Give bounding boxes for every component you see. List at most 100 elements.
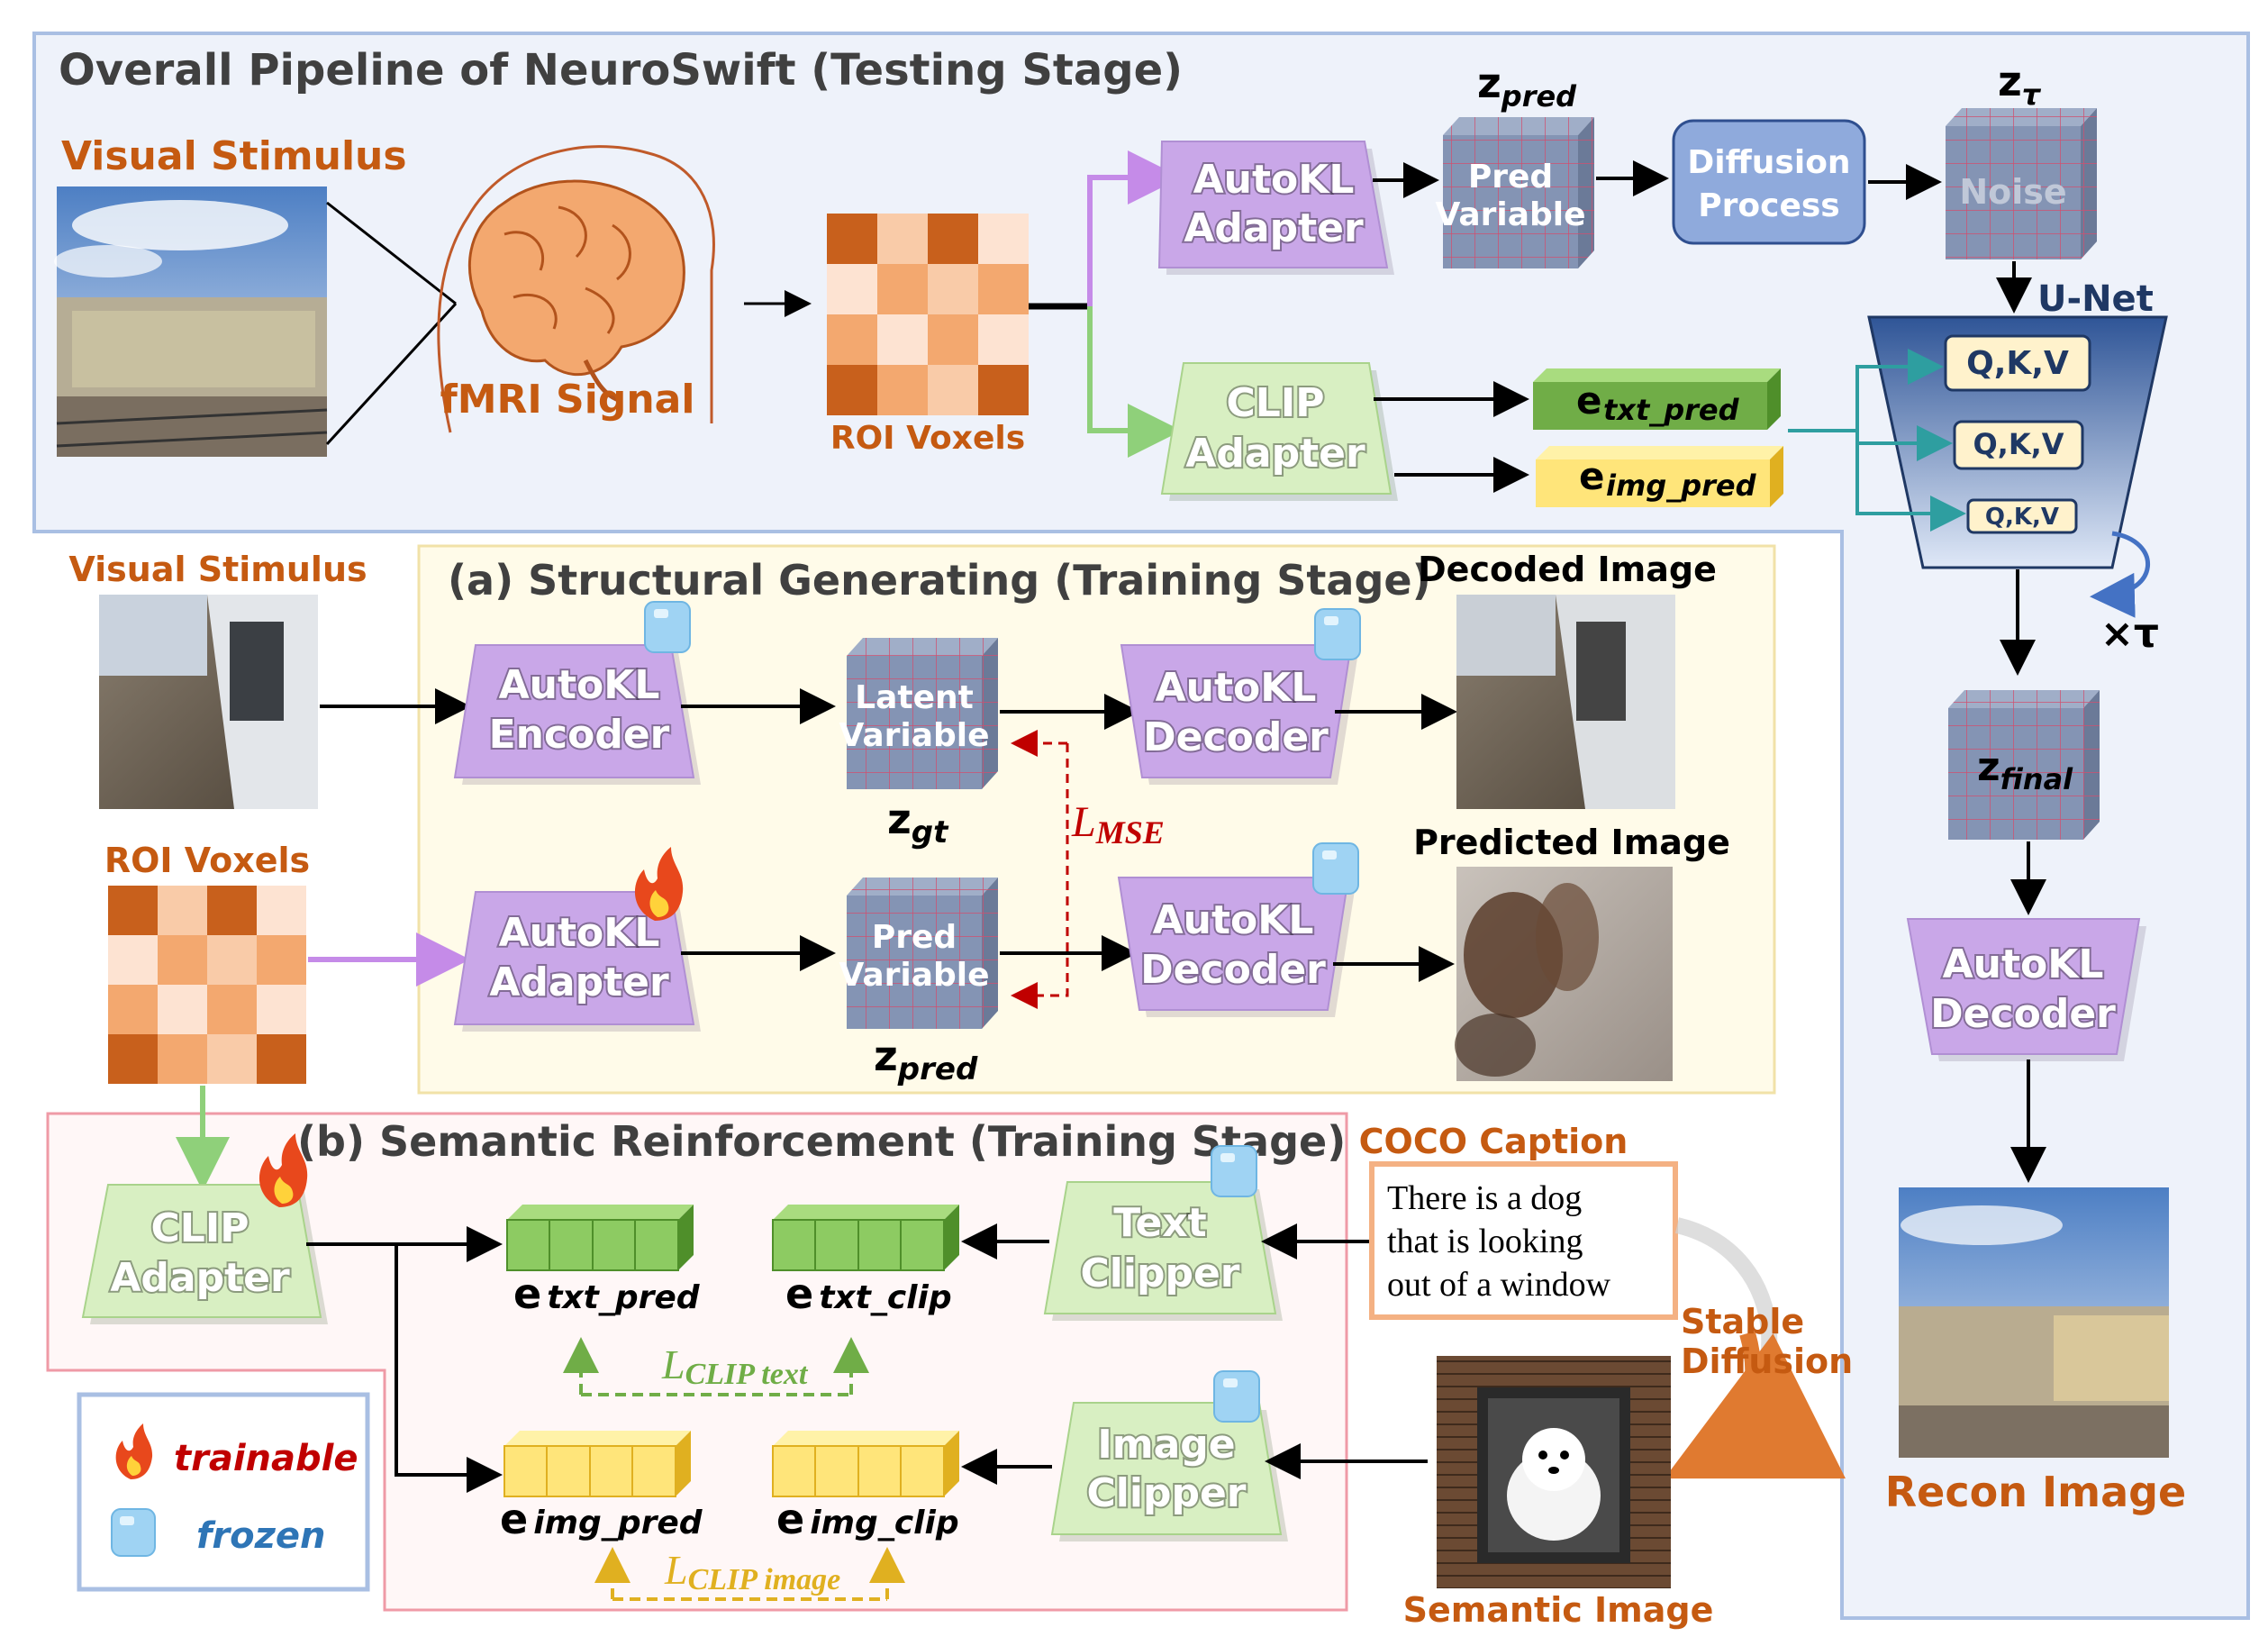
z-tau-symbol: zτ	[1998, 57, 2042, 112]
autokl-decoder-right[interactable]: AutoKL Decoder	[1906, 918, 2146, 1061]
qkv-box-1	[1944, 334, 2091, 392]
overall-title: Overall Pipeline of NeuroSwift (Testing …	[59, 45, 1183, 95]
autokl-adapter-a[interactable]: AutoKL Adapter	[453, 891, 701, 1032]
latent-variable-cube: Latent Variable	[839, 638, 998, 789]
unet-label: U-Net	[2037, 278, 2154, 320]
svg-text:Diffusion: Diffusion	[1687, 144, 1850, 181]
visual-stimulus-label-top: Visual Stimulus	[61, 133, 407, 179]
svg-text:Decoder: Decoder	[1930, 991, 2116, 1037]
z-gt-symbol: zgt	[887, 795, 949, 850]
svg-text:Q,K,V: Q,K,V	[1973, 427, 2064, 461]
predicted-image	[1455, 867, 1673, 1081]
svg-text:AutoKL: AutoKL	[1156, 665, 1317, 711]
legend-trainable: trainable	[174, 1438, 358, 1479]
svg-text:Q,K,V: Q,K,V	[1966, 345, 2069, 382]
svg-text:e: e	[1579, 454, 1605, 498]
decoded-image-label: Decoded Image	[1418, 550, 1717, 589]
autokl-encoder[interactable]: AutoKL Encoder	[453, 644, 701, 785]
caption-line-3: out of a window	[1387, 1266, 1611, 1304]
svg-text:Image: Image	[1097, 1422, 1235, 1468]
frozen-icon-legend	[111, 1508, 156, 1557]
l-mse-label: LMSE	[1071, 798, 1165, 850]
svg-text:txt_pred: txt_pred	[1603, 393, 1740, 427]
loop-arrow	[2090, 531, 2150, 618]
svg-text:AutoKL: AutoKL	[1193, 157, 1355, 203]
structural-title: (a) Structural Generating (Training Stag…	[448, 556, 1431, 605]
autokl-decoder-a1[interactable]: AutoKL Decoder	[1120, 644, 1358, 785]
z-final-symbol: zfinal	[1977, 744, 2073, 796]
z-pred-symbol-top: zpred	[1477, 59, 1577, 114]
svg-text:img_pred: img_pred	[1606, 468, 1757, 503]
image-clipper[interactable]: Image Clipper	[1050, 1402, 1288, 1541]
brain-icon	[437, 145, 715, 433]
frozen-icon-decoder-a1	[1314, 608, 1361, 660]
pred-variable-cube-top: Pred Variable	[1435, 117, 1594, 268]
decoded-image	[1456, 595, 1675, 809]
fmri-signal-label: fMRI Signal	[440, 377, 695, 423]
roi-voxel-grid-a	[108, 886, 306, 1084]
predicted-image-label: Predicted Image	[1413, 823, 1730, 862]
coco-caption-label: COCO Caption	[1359, 1122, 1628, 1161]
svg-text:Clipper: Clipper	[1081, 1250, 1240, 1296]
svg-text:Variable: Variable	[839, 717, 989, 754]
z-pred-symbol-a: zpred	[874, 1032, 978, 1087]
semantic-title: (b) Semantic Reinforcement (Training Sta…	[297, 1117, 1346, 1166]
pred-variable-cube-a: Pred Variable	[839, 878, 998, 1029]
l-clip-image-label: LCLIP image	[664, 1547, 840, 1596]
frozen-icon-decoder-a2	[1312, 842, 1359, 895]
svg-text:e: e	[1576, 378, 1602, 423]
svg-text:Clipper: Clipper	[1087, 1470, 1247, 1516]
clip-adapter-b[interactable]: CLIP Adapter	[81, 1184, 328, 1324]
diffusion-label: Diffusion	[1681, 1341, 1853, 1381]
e-img-pred-bar-b	[503, 1431, 691, 1497]
e-txt-clip-bar	[772, 1205, 959, 1271]
semantic-image-label: Semantic Image	[1403, 1590, 1714, 1630]
e-img-pred-bar-top: e img_pred	[1536, 446, 1783, 507]
clip-adapter-top[interactable]: CLIP Adapter	[1160, 362, 1398, 501]
recon-image-label: Recon Image	[1885, 1468, 2186, 1516]
svg-text:Process: Process	[1698, 187, 1839, 224]
svg-text:AutoKL: AutoKL	[1153, 897, 1314, 943]
caption-line-1: There is a dog	[1387, 1179, 1582, 1217]
flame-icon-clip-adapter	[259, 1133, 308, 1207]
visual-stimulus-label-a: Visual Stimulus	[68, 550, 367, 589]
svg-text:Variable: Variable	[839, 957, 989, 994]
roi-voxel-grid-top	[827, 214, 1029, 415]
svg-text:Pred: Pred	[872, 919, 957, 956]
coco-caption-box: There is a dog that is looking out of a …	[1369, 1161, 1678, 1320]
z-final-cube: zfinal	[1948, 690, 2100, 840]
svg-text:AutoKL: AutoKL	[499, 910, 660, 956]
frozen-icon-text-clipper	[1211, 1145, 1257, 1197]
svg-text:Adapter: Adapter	[1185, 431, 1365, 477]
svg-text:CLIP: CLIP	[151, 1205, 249, 1251]
svg-text:Noise: Noise	[1959, 172, 2066, 212]
flame-icon-adapter-a	[634, 847, 684, 921]
svg-text:Pred: Pred	[1468, 159, 1553, 196]
noise-cube: Noise	[1946, 108, 2097, 259]
e-txt-pred-bar-top: e txt_pred	[1533, 368, 1781, 430]
times-tau-label: ×τ	[2100, 611, 2159, 657]
svg-text:Encoder: Encoder	[489, 712, 670, 758]
autokl-adapter-top[interactable]: AutoKL Adapter	[1157, 141, 1394, 275]
flame-icon-legend	[115, 1423, 153, 1479]
qkv-box-3	[1966, 498, 2078, 534]
e-txt-pred-bar-b	[506, 1205, 694, 1271]
svg-text:Variable: Variable	[1435, 196, 1585, 233]
autokl-decoder-a2[interactable]: AutoKL Decoder	[1117, 877, 1356, 1017]
roi-voxels-label-top: ROI Voxels	[830, 420, 1025, 457]
svg-text:Adapter: Adapter	[110, 1255, 290, 1301]
svg-text:Q,K,V: Q,K,V	[1985, 504, 2059, 531]
stable-label: Stable	[1681, 1302, 1804, 1341]
l-clip-text-label: LCLIP text	[661, 1341, 809, 1391]
svg-text:Adapter: Adapter	[1184, 205, 1364, 251]
diffusion-process-box[interactable]: Diffusion Process	[1672, 119, 1866, 245]
text-clipper[interactable]: Text Clipper	[1043, 1181, 1283, 1321]
caption-line-2: that is looking	[1387, 1223, 1583, 1260]
qkv-box-2	[1953, 420, 2084, 470]
svg-text:Text: Text	[1113, 1200, 1206, 1246]
svg-text:AutoKL: AutoKL	[499, 662, 660, 708]
